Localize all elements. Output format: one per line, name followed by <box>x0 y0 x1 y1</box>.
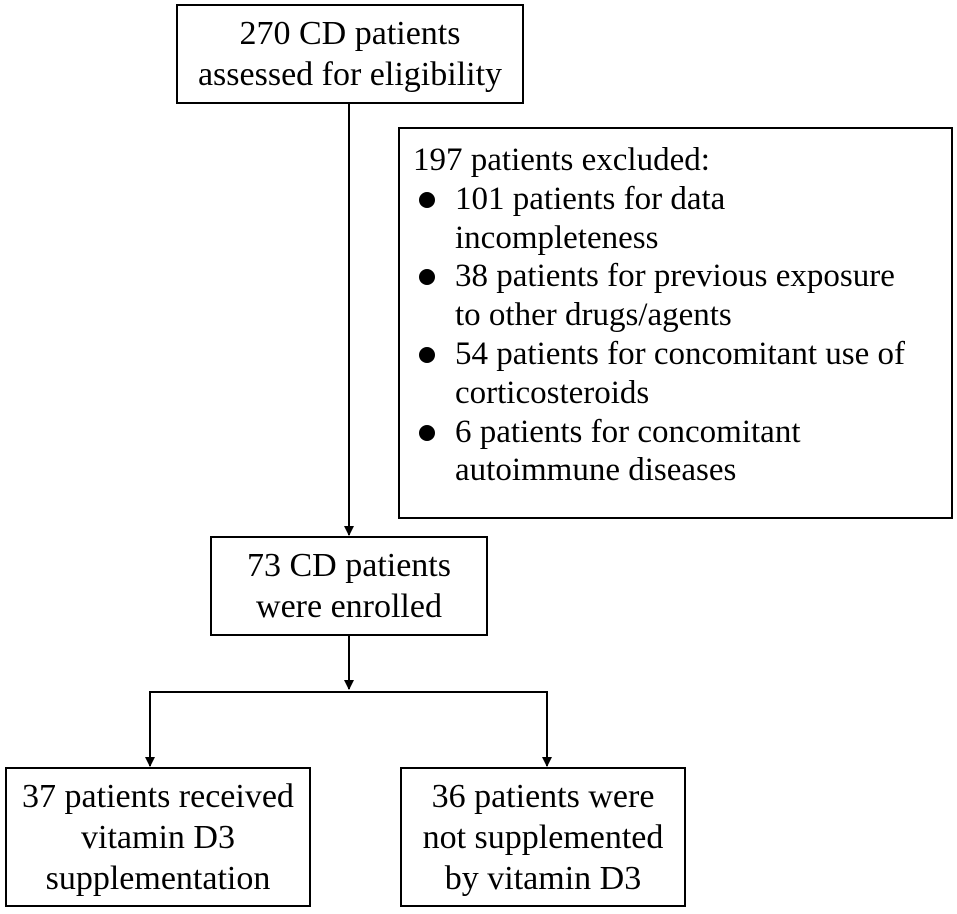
exclusion-item-line: 38 patients for previous exposure <box>455 258 895 295</box>
supplemented-text-line-2: vitamin D3 <box>81 818 235 856</box>
bullet-icon <box>419 269 435 286</box>
exclusion-item-line: 54 patients for concomitant use of <box>455 335 905 372</box>
not-supplemented-text-line-2: not supplemented <box>422 818 664 856</box>
bullet-icon <box>419 346 435 363</box>
exclusion-item: 38 patients for previous exposure to oth… <box>413 257 941 335</box>
enrolled-text-line-1: 73 CD patients <box>247 547 451 584</box>
exclusion-item: 6 patients for concomitant autoimmune di… <box>413 413 941 491</box>
exclusion-item: 101 patients for data incompleteness <box>413 180 941 258</box>
exclusion-item: 54 patients for concomitant use of corti… <box>413 335 941 413</box>
supplemented-text-line-3: supplementation <box>45 859 271 897</box>
screened-text-line-1: 270 CD patients <box>239 15 461 52</box>
exclusion-item-line: 6 patients for concomitant <box>455 413 801 450</box>
supplemented-text-line-1: 37 patients received <box>22 777 294 815</box>
exclusion-list: 101 patients for data incompleteness 38 … <box>413 180 941 490</box>
supplemented-group-box: 37 patients received vitamin D3 suppleme… <box>5 767 311 907</box>
exclusion-item-line: incompleteness <box>455 219 659 256</box>
exclusion-item-line: 101 patients for data <box>455 180 726 217</box>
excluded-box: 197 patients excluded: 101 patients for … <box>398 127 953 519</box>
exclusion-item-line: to other drugs/agents <box>455 297 732 334</box>
enrolled-box: 73 CD patients were enrolled <box>210 536 488 636</box>
not-supplemented-text-line-3: by vitamin D3 <box>444 859 642 897</box>
bullet-icon <box>419 424 435 441</box>
bullet-icon <box>419 191 435 208</box>
exclusion-item-line: autoimmune diseases <box>455 452 737 489</box>
not-supplemented-text-line-1: 36 patients were <box>431 777 655 815</box>
excluded-title: 197 patients excluded: <box>413 142 710 178</box>
not-supplemented-group-box: 36 patients were not supplemented by vit… <box>400 767 686 907</box>
screened-box: 270 CD patients assessed for eligibility <box>176 4 524 104</box>
exclusion-item-line: corticosteroids <box>455 374 650 411</box>
screened-text-line-2: assessed for eligibility <box>197 56 503 93</box>
enrolled-text-line-2: were enrolled <box>256 588 442 625</box>
